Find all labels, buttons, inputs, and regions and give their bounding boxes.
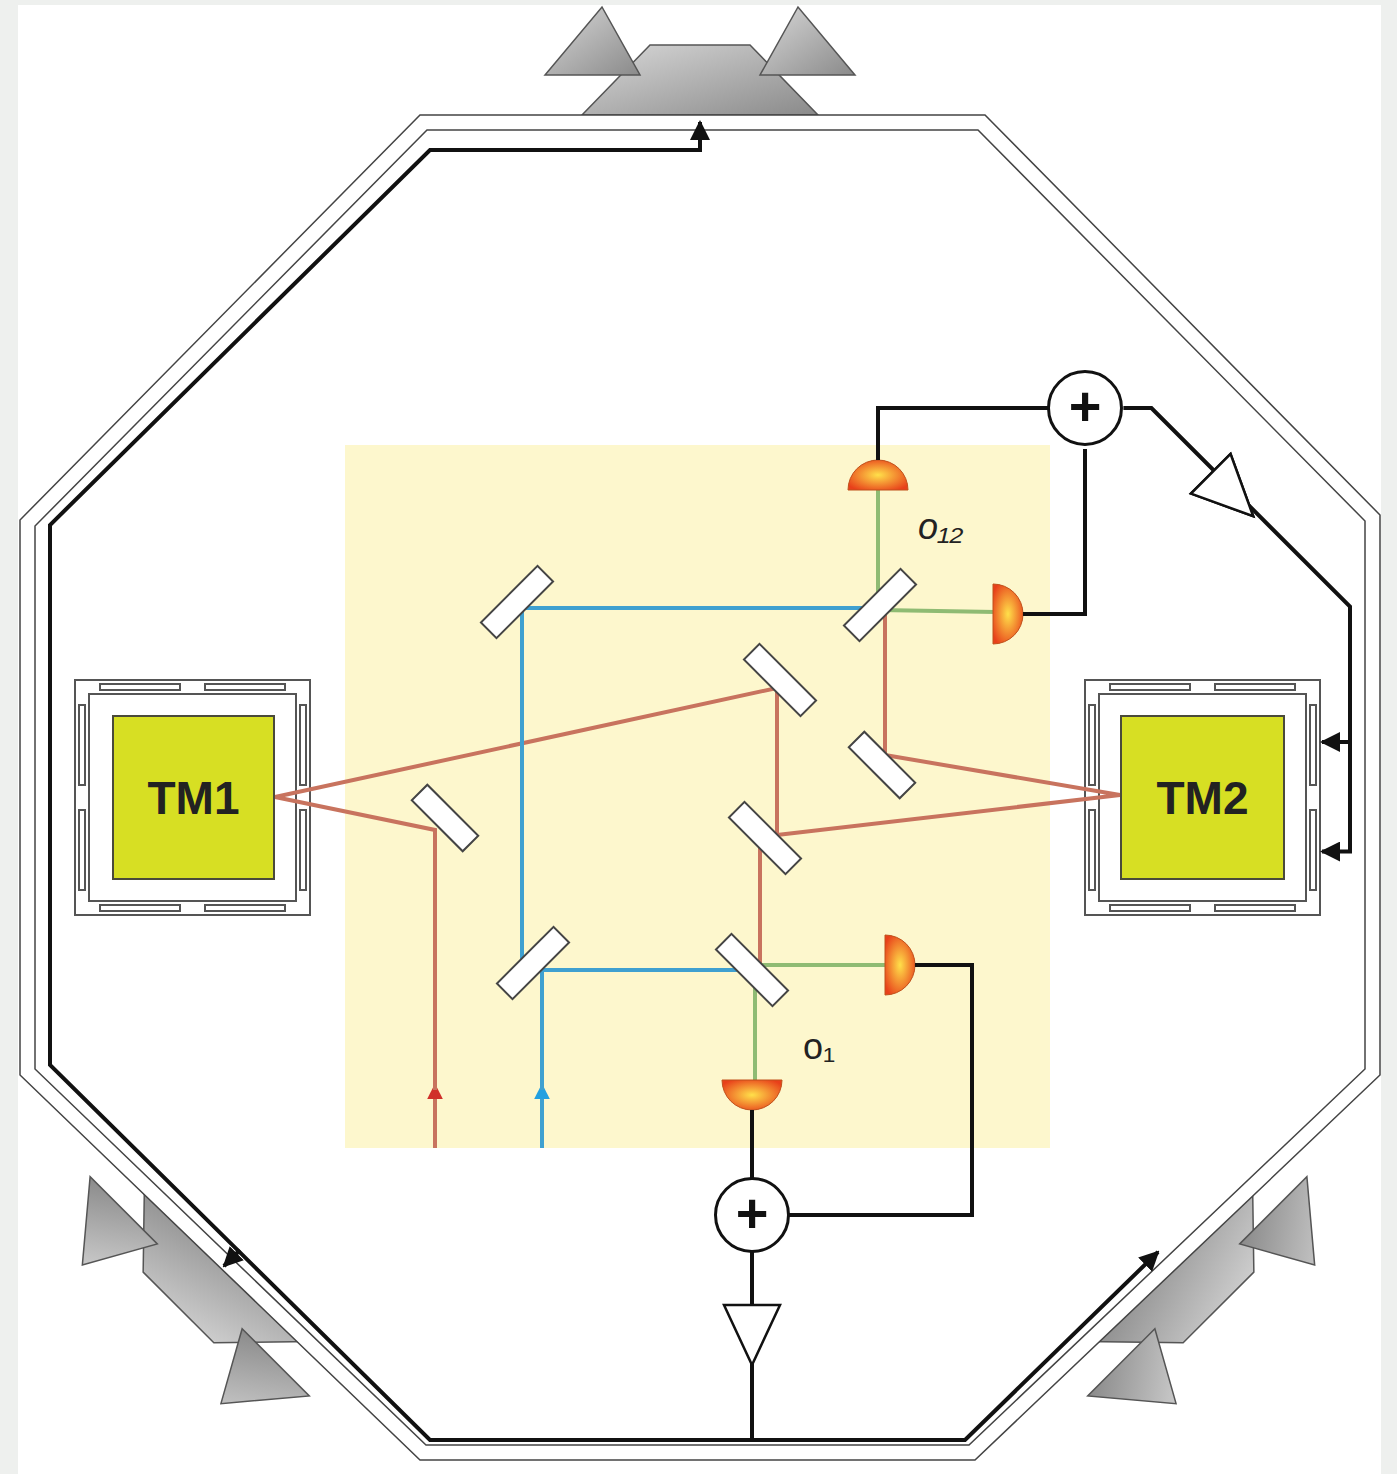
- optical-bench: [345, 445, 1050, 1148]
- test-mass-label: TM1: [148, 771, 240, 825]
- electrode-housing: [75, 680, 310, 915]
- signal-label: o₁₂: [918, 506, 963, 548]
- test-mass-face: TM1: [112, 715, 275, 880]
- frame-edge: [1381, 0, 1397, 1474]
- photodiode: [722, 460, 1023, 1110]
- spacecraft-hull: [20, 115, 1380, 1460]
- control-connector: [1123, 408, 1350, 852]
- control-wire: [50, 122, 1350, 1440]
- thruster: [545, 7, 855, 115]
- summing-sign: +: [736, 1185, 769, 1241]
- test-mass-label: TM2: [1157, 771, 1249, 825]
- mirror: [412, 566, 916, 1006]
- signal-label: o₁: [803, 1026, 835, 1068]
- amplifier: [1191, 454, 1273, 536]
- frame-edge: [0, 0, 1397, 5]
- test-mass: TM1: [75, 680, 310, 915]
- electrode-housing: [1085, 680, 1320, 915]
- laser-beam: [522, 608, 880, 1148]
- laser-beam: [275, 605, 1120, 1148]
- summing-sign: +: [1069, 378, 1102, 434]
- amplifier: [724, 454, 1273, 1365]
- frame-edge: [0, 0, 18, 1474]
- test-mass-face: TM2: [1120, 715, 1285, 880]
- test-mass: TM2: [1085, 680, 1320, 915]
